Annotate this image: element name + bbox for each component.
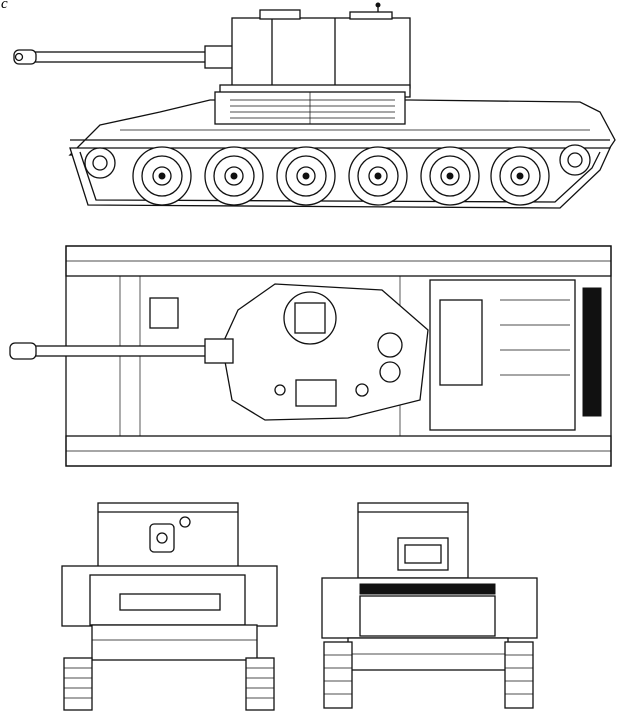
front-hull: [61, 565, 278, 661]
top-turret: [221, 283, 429, 421]
front-turret: [97, 502, 239, 569]
side-road-wheel: [420, 146, 480, 206]
side-idler-wheel: [559, 144, 591, 176]
side-road-wheel: [276, 146, 336, 206]
side-road-wheel: [132, 146, 192, 206]
rear-hull: [321, 577, 538, 671]
rear-track: [323, 641, 534, 709]
rear-turret: [357, 502, 469, 579]
front-view: [61, 502, 278, 711]
side-upper-hull: [68, 91, 616, 156]
top-view: [9, 245, 612, 467]
top-gun-barrel: [9, 338, 234, 364]
side-drive-sprocket: [84, 147, 116, 179]
side-view: [13, 2, 616, 209]
side-road-wheel: [204, 146, 264, 206]
side-turret: [219, 2, 411, 98]
rear-view: [321, 502, 538, 709]
side-road-wheel: [348, 146, 408, 206]
figure-corner-label: c: [1, 0, 8, 12]
side-road-wheel: [490, 146, 550, 206]
side-gun-barrel: [13, 45, 234, 69]
front-track: [63, 657, 275, 711]
